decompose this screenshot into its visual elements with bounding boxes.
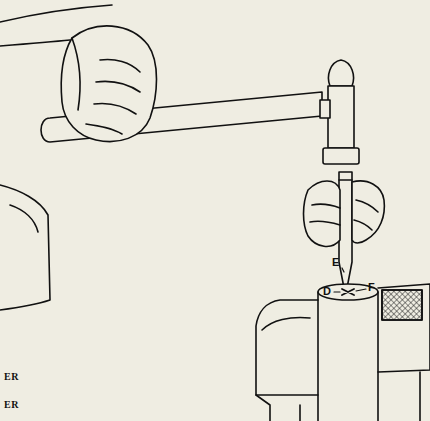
point-label: E — [332, 257, 339, 268]
center-punch — [339, 172, 352, 288]
hand — [352, 181, 384, 243]
hammer-peen — [328, 60, 353, 86]
vise-jaw — [378, 284, 430, 372]
finger-line — [310, 221, 340, 225]
hand — [304, 181, 341, 246]
caption-fragment: ER — [4, 372, 19, 382]
sleeve — [0, 40, 70, 46]
jaw-plate — [382, 290, 422, 320]
leader-line — [334, 291, 340, 292]
leader-line — [356, 289, 366, 291]
finger-line — [86, 124, 122, 134]
finger-line — [354, 220, 372, 230]
vise-jaw — [262, 318, 310, 331]
point-label: D — [323, 286, 331, 297]
hammer-head — [328, 86, 354, 148]
center-mark — [342, 289, 354, 295]
vise-jaw — [256, 300, 318, 395]
vise-fragment — [10, 205, 38, 232]
finger-line — [312, 204, 340, 208]
center-punch — [339, 179, 352, 181]
hand — [61, 26, 156, 142]
finger-line — [356, 200, 378, 212]
vise-body — [256, 372, 420, 421]
hammer-eye — [320, 100, 330, 118]
leader-line — [342, 268, 344, 272]
rod — [318, 292, 378, 421]
thumb-line — [72, 38, 80, 110]
jaw-plate — [382, 290, 422, 320]
hammer-face — [323, 148, 359, 164]
point-label: F — [368, 282, 375, 293]
caption-fragment: ER — [4, 400, 19, 410]
sleeve — [0, 5, 112, 22]
vise-fragment — [0, 185, 50, 310]
finger-line — [96, 81, 140, 92]
finger-line — [100, 60, 140, 73]
finger-line — [94, 103, 136, 114]
